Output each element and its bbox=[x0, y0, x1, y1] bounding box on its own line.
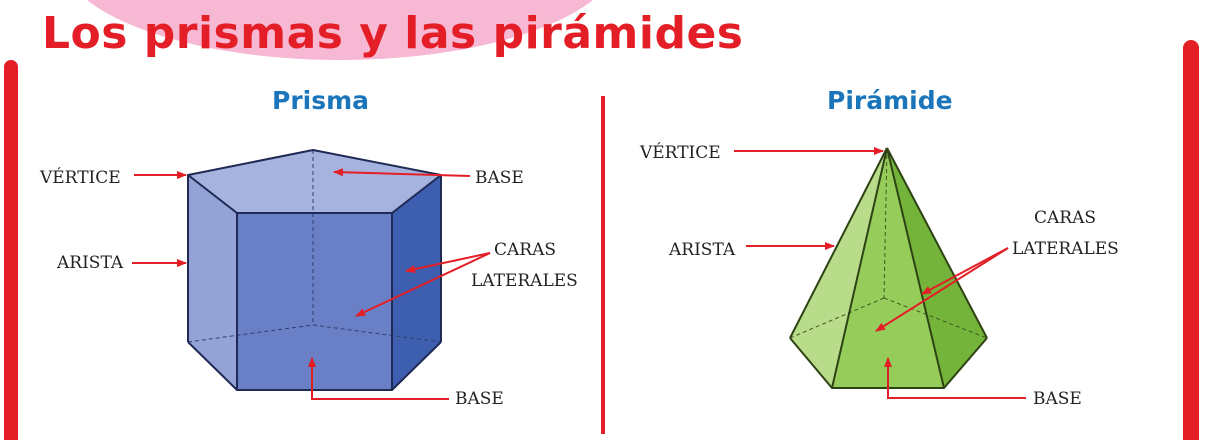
prism-label-vertice: VÉRTICE bbox=[39, 167, 121, 188]
prism-heading: Prisma bbox=[272, 86, 370, 115]
prism-arrow-caras-right bbox=[405, 252, 491, 274]
pyramid-face-left bbox=[790, 148, 887, 388]
left-red-border bbox=[4, 60, 18, 440]
pyramid-label-base: BASE bbox=[1033, 389, 1082, 409]
prism-left-face bbox=[188, 175, 237, 390]
pyramid-arrow-caras-front bbox=[875, 247, 1009, 332]
pyramid-face-right bbox=[887, 148, 987, 388]
pyramid-heading: Pirámide bbox=[827, 86, 953, 115]
prism-figure bbox=[187, 149, 442, 391]
prism-label-laterales: LATERALES bbox=[471, 271, 578, 291]
pyramid-arrow-caras-right bbox=[921, 247, 1009, 295]
prism-label-caras: CARAS bbox=[494, 240, 556, 260]
right-red-border bbox=[1183, 40, 1199, 440]
pyramid-arrow-base bbox=[884, 357, 1026, 399]
center-divider bbox=[601, 96, 605, 434]
prism-arrow-base-bottom bbox=[308, 357, 449, 400]
pyramid-label-vertice: VÉRTICE bbox=[639, 142, 721, 163]
prism-label-base-top: BASE bbox=[475, 168, 524, 188]
prism-arrow-base-top bbox=[333, 168, 471, 177]
prism-arrow-caras-front bbox=[355, 252, 491, 317]
pyramid-label-caras: CARAS bbox=[1034, 208, 1096, 228]
prism-front-face bbox=[237, 213, 392, 390]
pyramid-face-front bbox=[832, 148, 944, 388]
prism-label-base-bottom: BASE bbox=[455, 389, 504, 409]
prism-right-face bbox=[392, 175, 441, 390]
prism-top-base bbox=[188, 150, 441, 213]
prism-label-arista: ARISTA bbox=[56, 253, 124, 273]
page-title: Los prismas y las pirámides bbox=[42, 8, 744, 59]
pyramid-label-laterales: LATERALES bbox=[1012, 239, 1119, 259]
pyramid-figure bbox=[789, 147, 988, 389]
pyramid-label-arista: ARISTA bbox=[668, 240, 736, 260]
